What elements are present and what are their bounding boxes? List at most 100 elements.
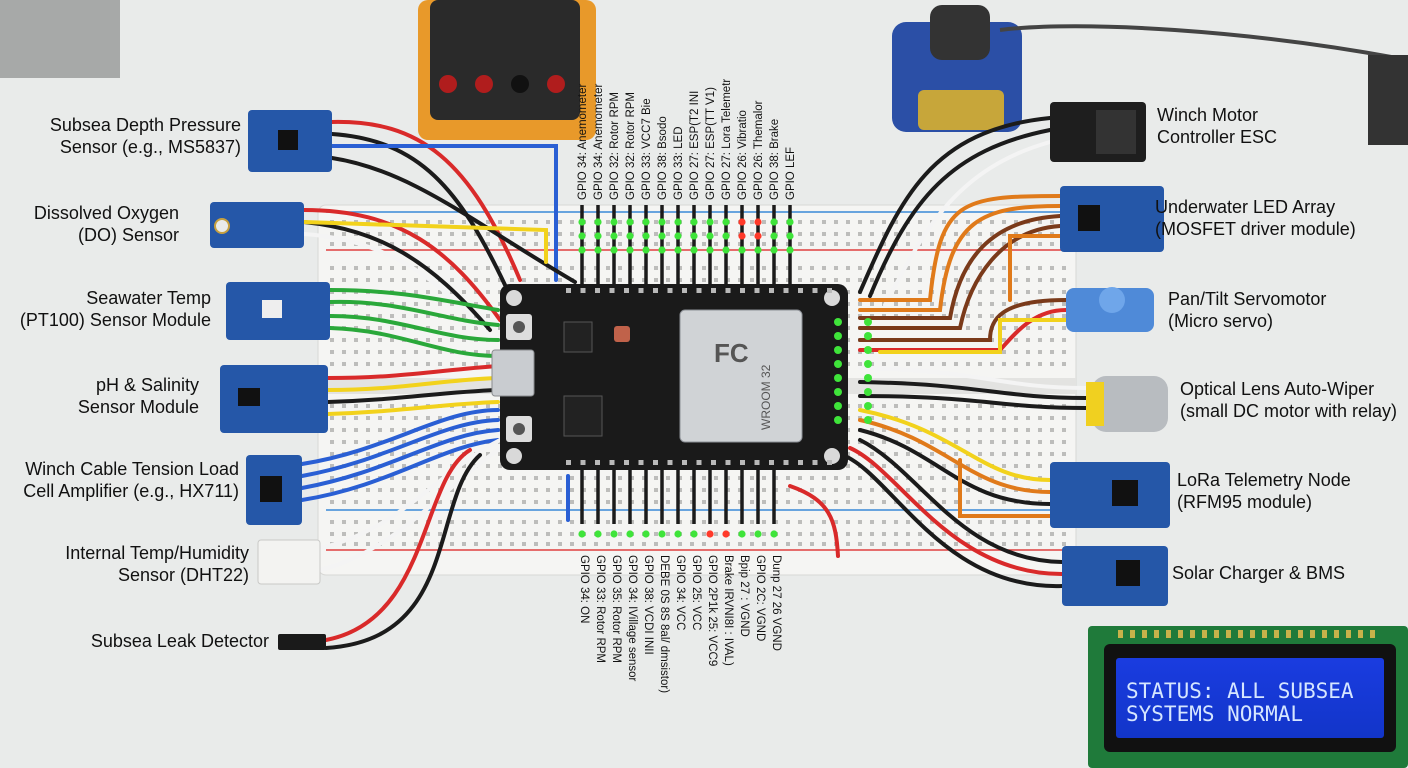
wire (330, 144, 558, 282)
breadboard-hole (1026, 266, 1030, 270)
label-line: Underwater LED Array (1155, 197, 1336, 217)
breadboard-hole (642, 500, 646, 504)
status-led (706, 218, 714, 226)
breadboard-hole (366, 476, 370, 480)
breadboard-hole (438, 476, 442, 480)
breadboard-hole (870, 452, 874, 456)
bottom-pin-label: Bpip 27 : VGND (738, 555, 750, 637)
status-led (834, 388, 842, 396)
status-led (770, 530, 778, 538)
breadboard-hole (774, 266, 778, 270)
breadboard-hole (978, 302, 982, 306)
breadboard-hole (798, 278, 802, 282)
breadboard-hole (402, 520, 406, 524)
breadboard-hole (342, 428, 346, 432)
breadboard-hole (1038, 220, 1042, 224)
breadboard-hole (678, 542, 682, 546)
breadboard-hole (426, 542, 430, 546)
breadboard-hole (990, 532, 994, 536)
breadboard-hole (1002, 362, 1006, 366)
breadboard-hole (474, 542, 478, 546)
breadboard-hole (438, 350, 442, 354)
breadboard-hole (762, 532, 766, 536)
header-pin (696, 460, 702, 465)
wire (330, 132, 507, 287)
mounting-hole (506, 290, 522, 306)
breadboard-hole (1002, 416, 1006, 420)
breadboard-hole (906, 232, 910, 236)
breadboard-hole (522, 278, 526, 282)
top-pin-label: GPIO 27: ESP(TT V1) (705, 87, 717, 200)
header-pin (798, 460, 803, 465)
breadboard-hole (354, 350, 358, 354)
breadboard-hole (378, 314, 382, 318)
breadboard-hole (546, 500, 550, 504)
bottom-pin-label: GPIO 25: VCC (690, 555, 702, 631)
breadboard-hole (882, 440, 886, 444)
breadboard-hole (870, 440, 874, 444)
breadboard-hole (486, 452, 490, 456)
breadboard-hole (882, 520, 886, 524)
breadboard-hole (990, 266, 994, 270)
label-temp: Seawater Temp(PT100) Sensor Module (20, 287, 211, 331)
breadboard-hole (1038, 464, 1042, 468)
breadboard-hole (978, 362, 982, 366)
header-pin (769, 288, 774, 293)
status-led (722, 218, 730, 226)
breadboard-hole (834, 242, 838, 246)
breadboard-hole (366, 314, 370, 318)
header-pin (682, 460, 687, 465)
breadboard-hole (498, 242, 502, 246)
breadboard-hole (954, 314, 958, 318)
breadboard-hole (1050, 266, 1054, 270)
breadboard-hole (1026, 314, 1030, 318)
breadboard-hole (906, 290, 910, 294)
breadboard-hole (1014, 278, 1018, 282)
breadboard-hole (834, 266, 838, 270)
breadboard-hole (1050, 416, 1054, 420)
breadboard-hole (894, 220, 898, 224)
breadboard-hole (498, 520, 502, 524)
breadboard-hole (378, 338, 382, 342)
breadboard-hole (990, 440, 994, 444)
breadboard-hole (594, 542, 598, 546)
breadboard-hole (642, 278, 646, 282)
breadboard-hole (510, 542, 514, 546)
breadboard-hole (570, 476, 574, 480)
breadboard-hole (954, 464, 958, 468)
breadboard-hole (990, 278, 994, 282)
label-line: Winch Cable Tension Load (25, 459, 239, 479)
breadboard-hole (1014, 220, 1018, 224)
breadboard-hole (834, 220, 838, 224)
breadboard-hole (1038, 266, 1042, 270)
label-line: Solar Charger & BMS (1172, 563, 1346, 583)
header-pin (566, 460, 571, 465)
breadboard-hole (426, 326, 430, 330)
breadboard-hole (798, 232, 802, 236)
label-lora: LoRa Telemetry Node(RFM95 module) (1177, 469, 1351, 513)
status-led (834, 332, 842, 340)
top-pin-label: GPIO 34: Anemometer (577, 83, 589, 200)
wire (878, 318, 1068, 354)
breadboard-hole (390, 278, 394, 282)
header-pin (827, 460, 832, 465)
breadboard-hole (978, 232, 982, 236)
breadboard-hole (1062, 416, 1066, 420)
breadboard-hole (582, 520, 586, 524)
breadboard-hole (918, 362, 922, 366)
breadboard-hole (330, 520, 334, 524)
module-chip (278, 130, 298, 150)
breadboard-hole (1014, 302, 1018, 306)
breadboard-hole (822, 220, 826, 224)
breadboard-hole (966, 242, 970, 246)
breadboard-hole (930, 266, 934, 270)
breadboard-hole (1062, 302, 1066, 306)
breadboard-hole (414, 404, 418, 408)
breadboard-hole (630, 242, 634, 246)
breadboard-hole (558, 242, 562, 246)
breadboard-hole (558, 232, 562, 236)
breadboard-hole (966, 232, 970, 236)
wroom-module (679, 309, 803, 443)
bottom-pin-label: GPIO 34: IVillage sensor (626, 555, 638, 682)
breadboard-hole (402, 350, 406, 354)
